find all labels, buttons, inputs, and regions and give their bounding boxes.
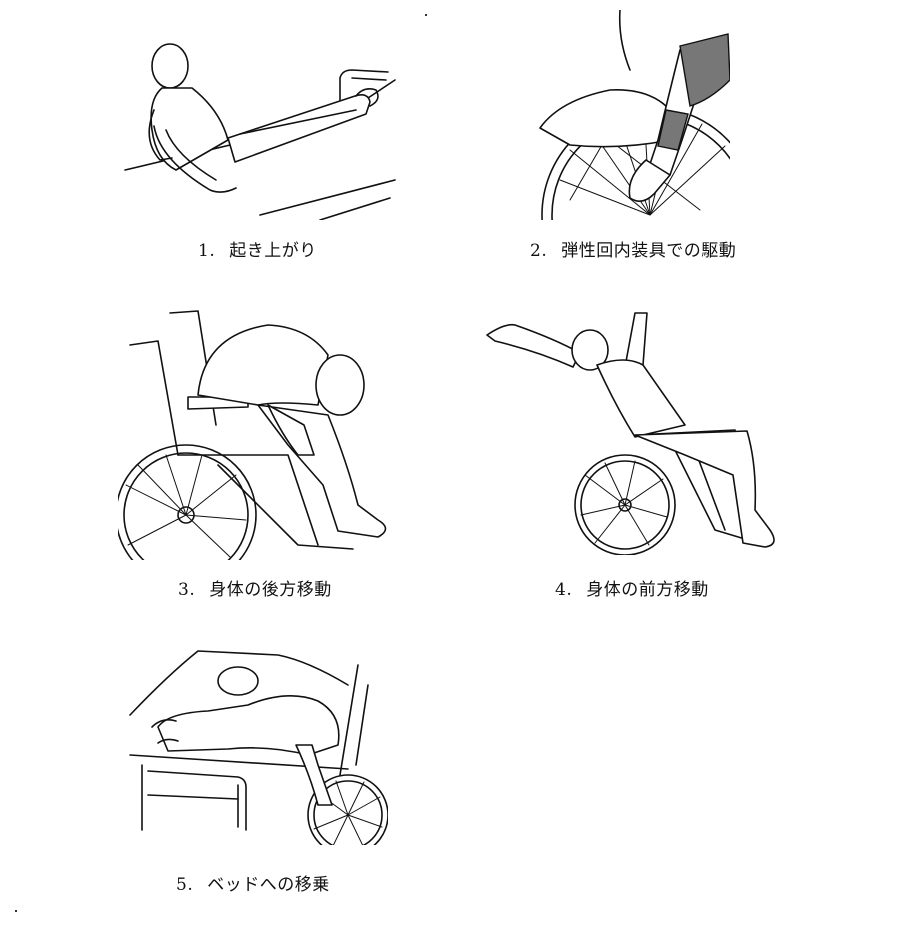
illustration-bed-transfer — [128, 645, 388, 845]
illustration-elastic-orthosis — [530, 10, 730, 220]
illustration-sitting-up — [120, 30, 400, 220]
scan-speck — [425, 14, 427, 16]
backward-shift-drawing — [118, 310, 387, 560]
caption-2: 2.弾性回内装具での駆動 — [530, 241, 737, 261]
sitting-up-drawing — [124, 43, 396, 220]
caption-3: 3.身体の後方移動 — [178, 580, 332, 600]
caption-4: 4.身体の前方移動 — [555, 580, 709, 600]
illustration-forward-shift — [485, 305, 785, 555]
orthosis-drawing — [539, 10, 730, 220]
caption-1: 1.起き上がり — [198, 241, 317, 261]
forward-shift-drawing — [486, 312, 775, 555]
caption-5: 5.ベッドへの移乗 — [176, 875, 330, 895]
bed-transfer-drawing — [129, 650, 388, 845]
illustration-backward-shift — [118, 305, 398, 560]
scan-speck — [15, 910, 17, 912]
